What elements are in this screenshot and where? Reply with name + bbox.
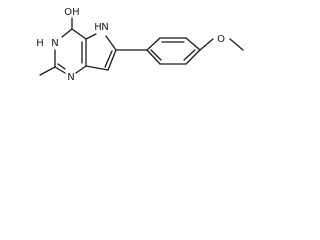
- bond-ph4-o: [199, 38, 214, 51]
- pyrrole-nh-hydrogen-label: H: [94, 22, 102, 33]
- bond-c2-methyl: [39, 66, 56, 76]
- bond-n1-c2-inner: [57, 63, 66, 70]
- bond-n1-c2: [54, 66, 66, 74]
- molecule-diagram: OH H N H N N O: [0, 0, 267, 113]
- bond-ph4-ph5-inner: [183, 49, 196, 61]
- bond-ph4-ph5: [185, 49, 201, 65]
- hydroxyl-label: OH: [64, 7, 79, 18]
- bond-ph6-ph1: [146, 49, 161, 65]
- structure-svg: OH H N H N N O: [36, 7, 244, 83]
- methoxy-oxygen-label: O: [217, 34, 225, 45]
- bond-c7-c7a: [85, 65, 109, 71]
- bond-n3-c4: [61, 28, 73, 38]
- bond-c4a-n5: [85, 33, 97, 40]
- pyrimidine-n3-hydrogen-label: H: [36, 38, 44, 49]
- bond-ph1-ph2: [146, 37, 161, 51]
- pyrimidine-n3-label: N: [51, 38, 58, 49]
- bond-c7a-n1: [75, 65, 87, 74]
- pyrrole-nitrogen-label: N: [101, 22, 108, 33]
- bond-ph6-ph1-inner: [150, 49, 162, 61]
- bond-c4-c4a: [71, 28, 87, 40]
- bond-n5-c6: [105, 35, 117, 51]
- bond-o-methyl: [229, 38, 244, 51]
- bond-c6-c7: [107, 49, 117, 71]
- pyrimidine-n1-label: N: [67, 72, 74, 83]
- bond-c6-c7-inner: [104, 50, 113, 68]
- bond-ph3-ph4: [185, 37, 201, 51]
